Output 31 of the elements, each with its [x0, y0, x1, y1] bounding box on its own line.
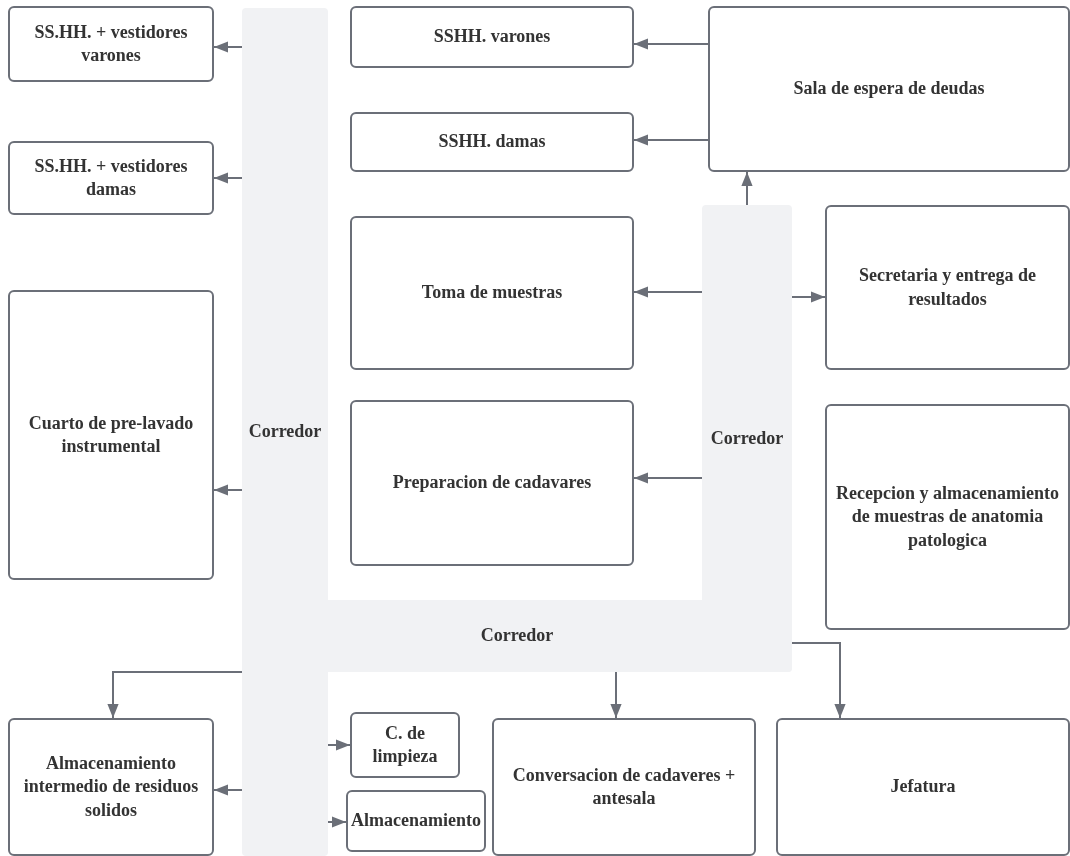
room-box: SSHH. damas [350, 112, 634, 172]
room-box: Sala de espera de deudas [708, 6, 1070, 172]
arrow [633, 38, 709, 50]
arrow [213, 41, 243, 53]
room-box: Toma de muestras [350, 216, 634, 370]
room-box: Secretaria y entrega de resultados [825, 205, 1070, 370]
room-box: Conversacion de cadaveres + antesala [492, 718, 756, 856]
room-box: SSHH. varones [350, 6, 634, 68]
arrow [610, 671, 622, 719]
room-box: Jefatura [776, 718, 1070, 856]
room-box: Preparacion de cadavares [350, 400, 634, 566]
arrow [213, 172, 243, 184]
room-box: Recepcion y almacenamiento de muestras de anatomia patologica [825, 404, 1070, 630]
arrow [633, 134, 709, 146]
arrow [327, 816, 347, 828]
arrow [213, 484, 243, 496]
arrow [213, 784, 243, 796]
room-box: Almacenamiento [346, 790, 486, 852]
room-box: SS.HH. + vestidores varones [8, 6, 214, 82]
room-box: SS.HH. + vestidores damas [8, 141, 214, 215]
room-box: C. de limpieza [350, 712, 460, 778]
arrow [633, 472, 703, 484]
arrow [791, 642, 846, 719]
arrow [791, 291, 826, 303]
arrow [741, 171, 753, 206]
room-box: Almacenamiento intermedio de residuos solidos [8, 718, 214, 856]
arrow [633, 286, 703, 298]
arrow [107, 671, 243, 719]
arrow [327, 739, 351, 751]
room-box: Cuarto de pre-lavado instrumental [8, 290, 214, 580]
corridor-band: Corredor [242, 8, 328, 856]
